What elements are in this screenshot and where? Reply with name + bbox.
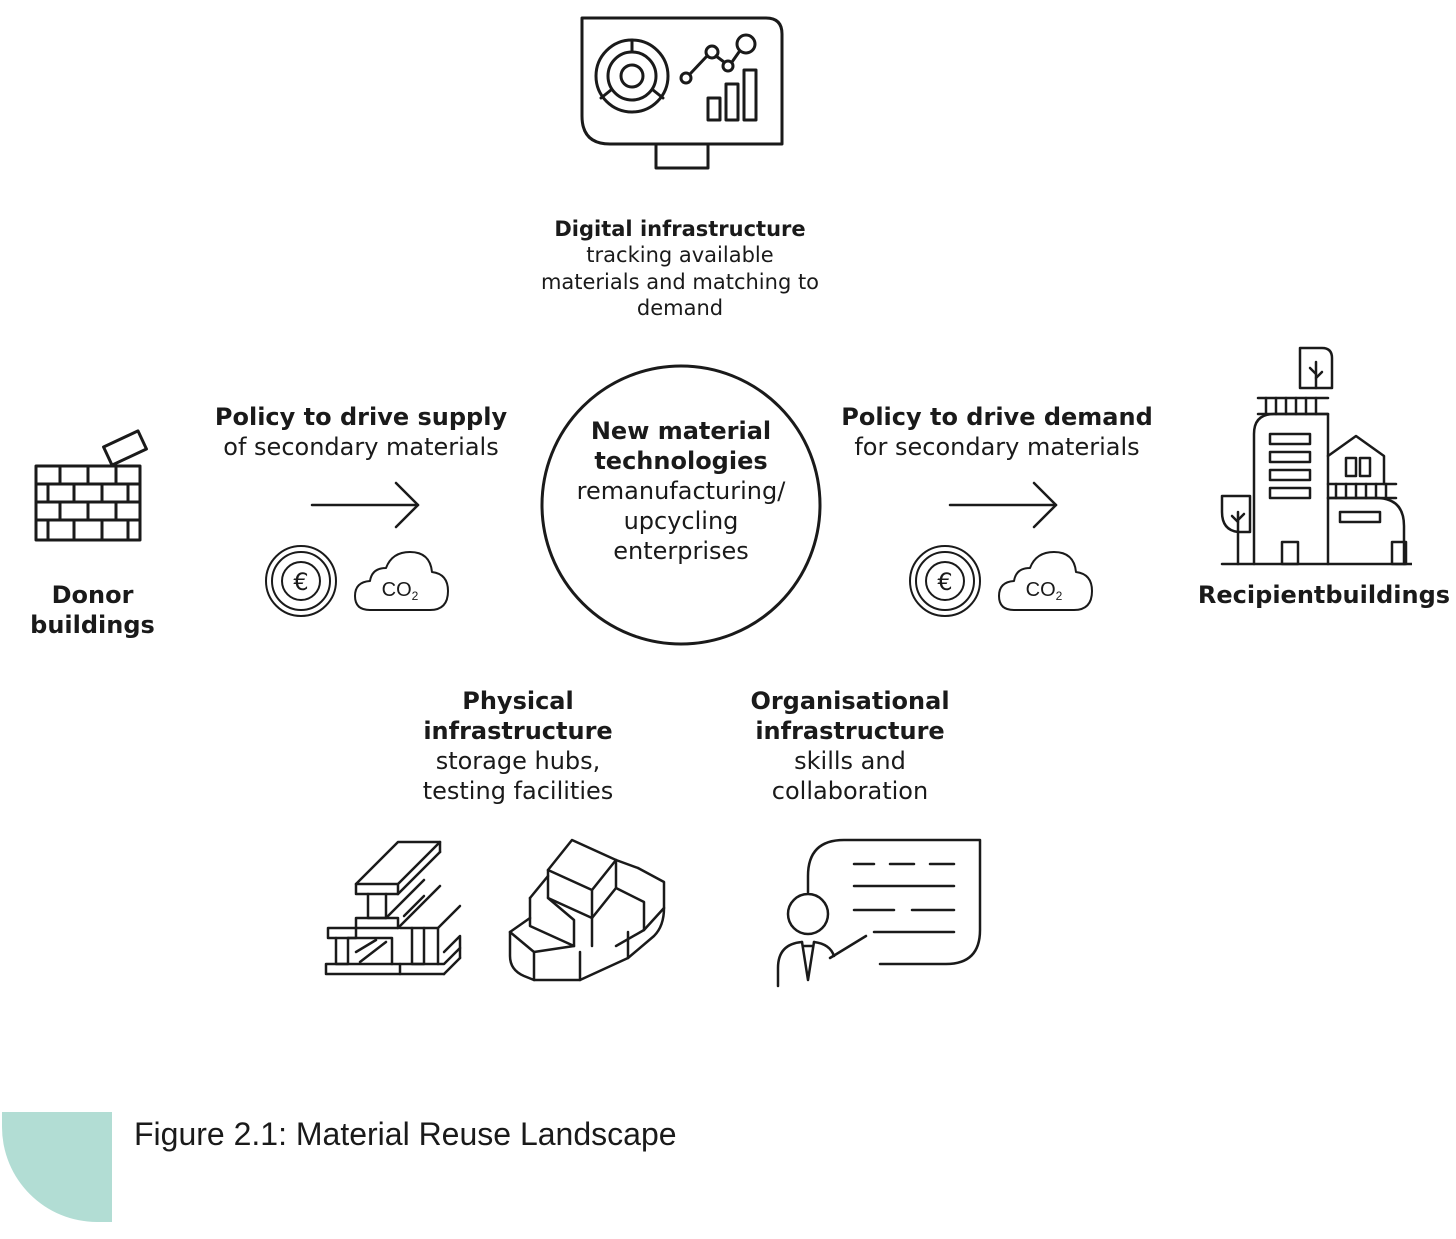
policy-supply-title: Policy to drive supply bbox=[214, 403, 508, 431]
digital-infrastructure-line: demand bbox=[636, 295, 724, 320]
svg-text:CO2: CO2 bbox=[1026, 579, 1063, 603]
co2-text: CO bbox=[1026, 579, 1056, 601]
policy-supply-line: of secondary materials bbox=[223, 433, 499, 461]
recipient-buildings-icon bbox=[1220, 346, 1412, 566]
steel-beams-icon bbox=[324, 840, 462, 976]
co2-text: CO bbox=[382, 579, 412, 601]
policy-demand-title: Policy to drive demand bbox=[841, 403, 1153, 431]
co2-cloud-icon: CO2 bbox=[352, 548, 452, 614]
physical-infrastructure-label: Physical infrastructure storage hubs, te… bbox=[388, 686, 648, 806]
policy-demand-label: Policy to drive demand for secondary mat… bbox=[832, 402, 1162, 462]
physical-line: testing facilities bbox=[422, 777, 614, 805]
center-line: upcycling bbox=[623, 507, 739, 535]
donor-buildings-label: Donor buildings bbox=[10, 580, 175, 640]
donor-buildings-line: buildings bbox=[30, 611, 155, 639]
arrow-right-icon bbox=[310, 481, 420, 529]
brick-wall-icon bbox=[34, 429, 148, 542]
arrow-right-icon bbox=[948, 481, 1058, 529]
organisational-title-line: Organisational bbox=[750, 687, 950, 715]
figure-caption: Figure 2.1: Material Reuse Landscape bbox=[134, 1116, 677, 1152]
recipient-buildings-label: Recipientbuildings bbox=[1192, 580, 1456, 610]
organisational-infrastructure-label: Organisational infrastructure skills and… bbox=[720, 686, 980, 806]
co2-cloud-icon: CO2 bbox=[996, 548, 1096, 614]
digital-infrastructure-line: tracking available bbox=[586, 243, 774, 268]
euro-coin-icon: € bbox=[908, 544, 982, 618]
caption-accent-block bbox=[2, 1112, 112, 1222]
co2-subscript: 2 bbox=[412, 589, 419, 603]
donor-buildings-line: Donor bbox=[51, 581, 134, 609]
physical-title-line: Physical bbox=[462, 687, 574, 715]
physical-title-line: infrastructure bbox=[423, 717, 613, 745]
euro-coin-icon: € bbox=[264, 544, 338, 618]
new-material-technologies-label: New material technologies remanufacturin… bbox=[540, 416, 822, 566]
policy-demand-line: for secondary materials bbox=[854, 433, 1140, 461]
co2-subscript: 2 bbox=[1056, 589, 1063, 603]
center-line: remanufacturing/ bbox=[576, 477, 786, 505]
recipient-buildings-text: Recipientbuildings bbox=[1197, 581, 1451, 609]
center-title-line: New material bbox=[590, 417, 772, 445]
organisational-line: collaboration bbox=[771, 777, 929, 805]
physical-line: storage hubs, bbox=[435, 747, 601, 775]
policy-supply-label: Policy to drive supply of secondary mate… bbox=[200, 402, 522, 462]
digital-infrastructure-label: Digital infrastructure tracking availabl… bbox=[480, 216, 880, 321]
center-line: enterprises bbox=[613, 537, 749, 565]
dashboard-monitor-icon bbox=[580, 16, 784, 170]
center-title-line: technologies bbox=[594, 447, 768, 475]
stacked-bricks-icon bbox=[508, 838, 666, 982]
digital-infrastructure-title: Digital infrastructure bbox=[554, 217, 806, 241]
euro-symbol: € bbox=[937, 568, 952, 596]
digital-infrastructure-line: materials and matching to bbox=[540, 269, 820, 294]
center-circle bbox=[540, 364, 822, 646]
euro-symbol: € bbox=[293, 568, 308, 596]
organisational-title-line: infrastructure bbox=[755, 717, 945, 745]
presenter-board-icon bbox=[776, 838, 982, 988]
organisational-line: skills and bbox=[794, 747, 906, 775]
svg-text:CO2: CO2 bbox=[382, 579, 419, 603]
